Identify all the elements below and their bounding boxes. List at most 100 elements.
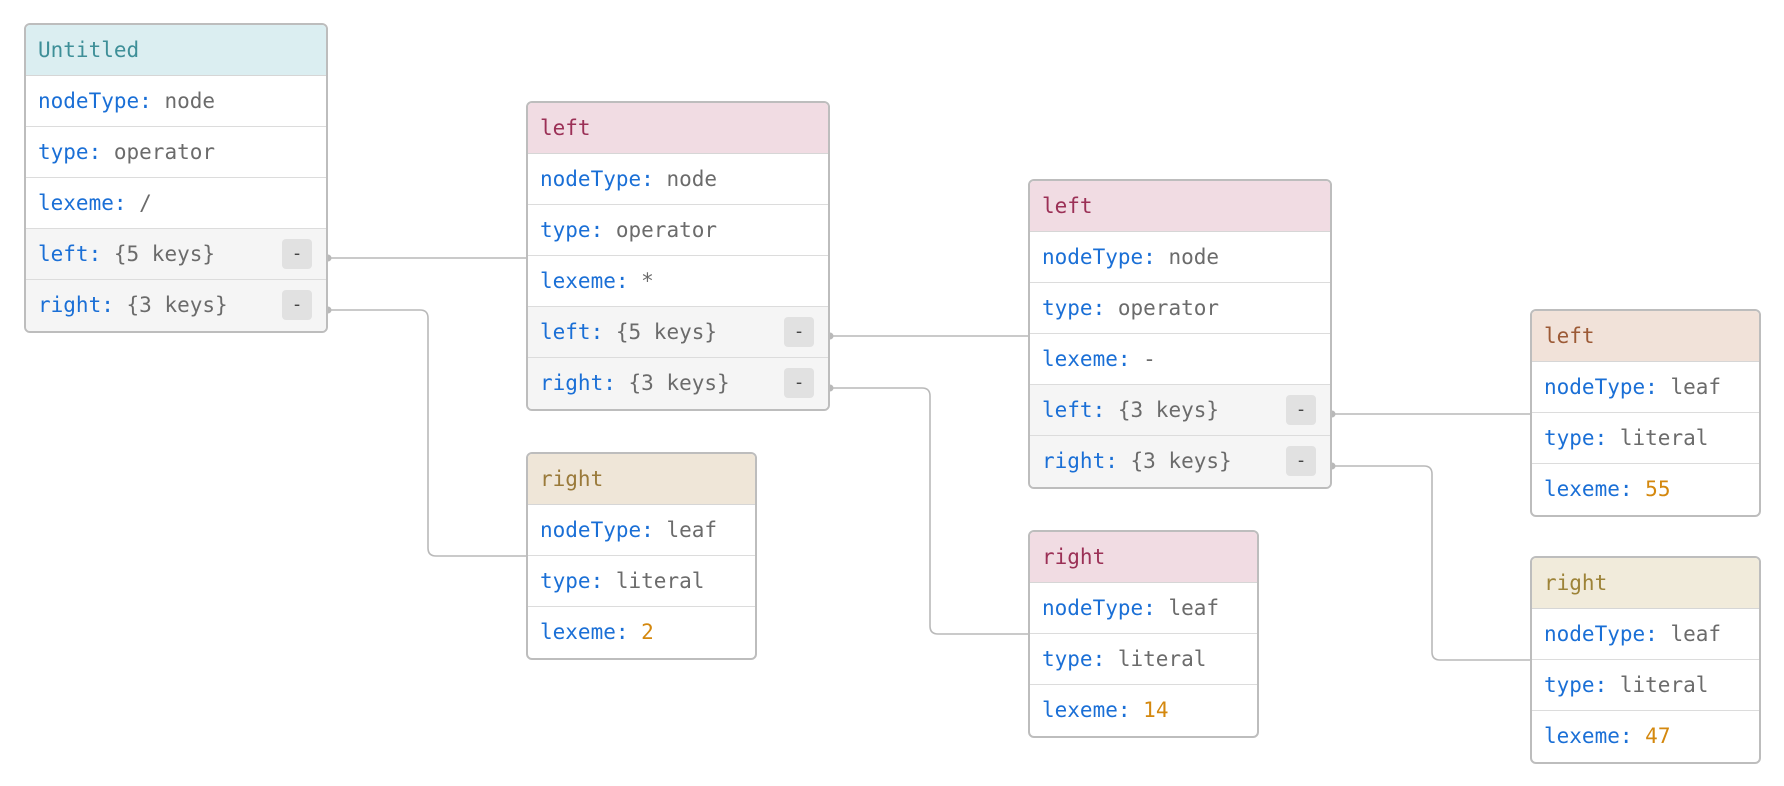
field-row: type: operator <box>26 127 326 178</box>
field-key: lexeme: <box>540 620 629 644</box>
field-value: operator <box>1117 296 1220 320</box>
field-row: lexeme: 2 <box>528 607 755 658</box>
field-row-expandable: left: {5 keys}- <box>528 307 828 358</box>
field-value: node <box>164 89 216 113</box>
field-key: type: <box>1042 296 1106 320</box>
node-sub[interactable]: left nodeType: node type: operator lexem… <box>1028 179 1332 489</box>
field-row: lexeme: / <box>26 178 326 229</box>
field-key: nodeType: <box>1544 622 1658 646</box>
field-key: lexeme: <box>1042 347 1131 371</box>
node-title: right <box>1030 532 1257 583</box>
field-value-number: 55 <box>1645 477 1671 501</box>
node-title: left <box>528 103 828 154</box>
field-value: operator <box>113 140 216 164</box>
node-title: right <box>1532 558 1759 609</box>
node-fortyseven[interactable]: right nodeType: leaf type: literal lexem… <box>1530 556 1761 764</box>
field-key: type: <box>1544 426 1608 450</box>
node-fourteen[interactable]: right nodeType: leaf type: literal lexem… <box>1028 530 1259 738</box>
node-fiftyfive[interactable]: left nodeType: leaf type: literal lexeme… <box>1530 309 1761 517</box>
field-row: type: operator <box>1030 283 1330 334</box>
field-row: lexeme: 55 <box>1532 464 1759 515</box>
field-value: - <box>1143 347 1156 371</box>
field-key: type: <box>1544 673 1608 697</box>
field-value: {3 keys} <box>126 293 228 317</box>
field-value: * <box>641 269 654 293</box>
field-key: left: <box>38 242 102 266</box>
field-value: literal <box>1117 647 1207 671</box>
field-key: right: <box>540 371 616 395</box>
node-two[interactable]: right nodeType: leaf type: literal lexem… <box>526 452 757 660</box>
field-key: nodeType: <box>1042 245 1156 269</box>
field-row: lexeme: 47 <box>1532 711 1759 762</box>
field-value: {5 keys} <box>113 242 216 266</box>
field-row: lexeme: 14 <box>1030 685 1257 736</box>
field-key: nodeType: <box>38 89 152 113</box>
field-row: type: operator <box>528 205 828 256</box>
field-value: node <box>666 167 718 191</box>
field-key: nodeType: <box>540 518 654 542</box>
field-key: type: <box>540 569 604 593</box>
field-row: nodeType: leaf <box>1532 609 1759 660</box>
node-title: left <box>1030 181 1330 232</box>
field-key: lexeme: <box>1544 477 1633 501</box>
field-key: type: <box>1042 647 1106 671</box>
field-row: nodeType: node <box>1030 232 1330 283</box>
field-row: type: literal <box>1030 634 1257 685</box>
field-row: nodeType: node <box>26 76 326 127</box>
field-key: nodeType: <box>1544 375 1658 399</box>
field-row-expandable: left: {3 keys} - <box>1030 385 1330 436</box>
edge-sub-right <box>1332 465 1531 661</box>
field-key: type: <box>38 140 102 164</box>
field-value: {3 keys} <box>1130 449 1232 473</box>
field-row-expandable: right: {3 keys} - <box>528 358 828 409</box>
field-key: lexeme: <box>38 191 127 215</box>
collapse-button[interactable]: - <box>784 368 814 398</box>
field-key: lexeme: <box>1544 724 1633 748</box>
collapse-button[interactable]: - <box>1286 395 1316 425</box>
field-value: literal <box>1619 673 1709 697</box>
field-key: left: <box>1042 398 1106 422</box>
field-row-expandable: left: {5 keys} - <box>26 229 326 280</box>
edge-root-right <box>328 309 527 557</box>
node-title: left <box>1532 311 1759 362</box>
field-key: type: <box>540 218 604 242</box>
field-value: node <box>1168 245 1220 269</box>
field-value-number: 47 <box>1645 724 1671 748</box>
node-title: Untitled <box>26 25 326 76</box>
field-value: literal <box>615 569 705 593</box>
field-row-expandable: right: {3 keys}- <box>26 280 326 331</box>
field-row-expandable: right: {3 keys} - <box>1030 436 1330 487</box>
field-value: {3 keys} <box>1117 398 1220 422</box>
field-value: leaf <box>1168 596 1220 620</box>
node-mul[interactable]: left nodeType: node type: operator lexem… <box>526 101 830 411</box>
field-row: nodeType: leaf <box>528 505 755 556</box>
field-value: operator <box>615 218 718 242</box>
field-row: nodeType: node <box>528 154 828 205</box>
field-value-number: 2 <box>641 620 654 644</box>
field-row: type: literal <box>1532 413 1759 464</box>
field-row: type: literal <box>528 556 755 607</box>
field-key: lexeme: <box>540 269 629 293</box>
field-value: leaf <box>666 518 718 542</box>
collapse-button[interactable]: - <box>784 317 814 347</box>
field-value-number: 14 <box>1143 698 1169 722</box>
field-key: nodeType: <box>540 167 654 191</box>
field-row: nodeType: leaf <box>1030 583 1257 634</box>
edge-mul-right <box>830 387 1029 635</box>
collapse-button[interactable]: - <box>282 239 312 269</box>
field-row: type: literal <box>1532 660 1759 711</box>
field-value: literal <box>1619 426 1709 450</box>
field-value: leaf <box>1670 375 1722 399</box>
field-value: {3 keys} <box>628 371 730 395</box>
collapse-button[interactable]: - <box>1286 446 1316 476</box>
field-key: nodeType: <box>1042 596 1156 620</box>
collapse-button[interactable]: - <box>282 290 312 320</box>
field-key: right: <box>1042 449 1118 473</box>
field-row: nodeType: leaf <box>1532 362 1759 413</box>
field-value: / <box>139 191 152 215</box>
field-key: lexeme: <box>1042 698 1131 722</box>
field-value: {5 keys} <box>615 320 718 344</box>
node-title: right <box>528 454 755 505</box>
field-row: lexeme: * <box>528 256 828 307</box>
node-root[interactable]: Untitled nodeType: node type: operator l… <box>24 23 328 333</box>
